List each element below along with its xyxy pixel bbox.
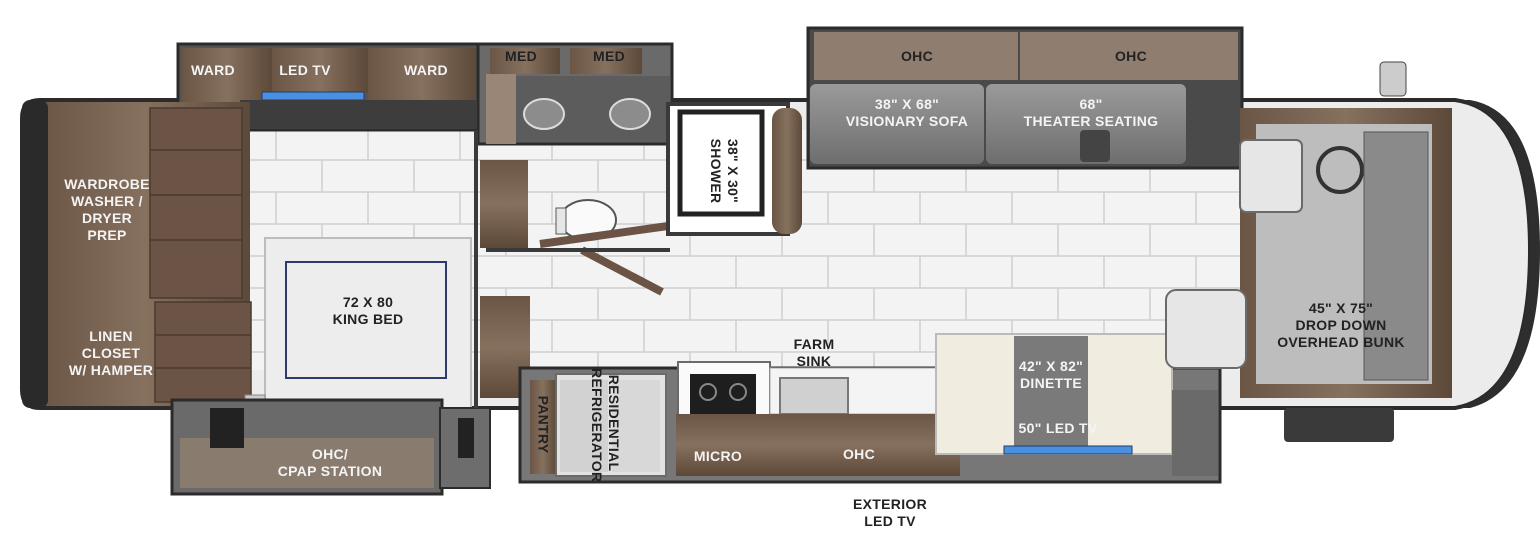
label-bunk: 45" X 75" DROP DOWN OVERHEAD BUNK — [1277, 300, 1405, 350]
label-med-1: MED — [504, 48, 537, 64]
dresser-top — [480, 160, 528, 248]
wardrobe-left — [182, 48, 272, 110]
label-shower: 38" X 30" SHOWER — [708, 138, 741, 204]
label-led-tv-dinette: 50" LED TV — [1018, 420, 1098, 436]
burner-1-icon — [699, 383, 717, 401]
passenger-seat — [1165, 289, 1247, 369]
label-dinette: 42" X 82" DINETTE — [1018, 358, 1084, 391]
label-cpap: OHC/ CPAP STATION — [277, 446, 383, 479]
wardrobe-right — [368, 48, 476, 110]
label-ohc-sofa: OHC — [900, 48, 933, 64]
rear-wall — [22, 100, 48, 408]
label-farm-sink: FARM SINK — [793, 336, 835, 369]
label-led-tv-bedroom: LED TV — [279, 62, 331, 78]
visionary-sofa — [810, 84, 984, 164]
bed-quilt — [285, 261, 447, 379]
label-theater: 68" THEATER SEATING — [1023, 96, 1159, 129]
med-cabinet-2 — [570, 48, 642, 74]
galley-end-cabinet — [1172, 390, 1218, 476]
sink-1-icon — [523, 98, 565, 130]
label-ward-right: WARD — [404, 62, 448, 78]
bedroom-slide-floor — [240, 100, 476, 128]
label-exterior-tv: EXTERIOR LED TV — [853, 496, 927, 529]
label-pantry: PANTRY — [535, 395, 552, 454]
farm-sink — [779, 377, 849, 415]
dinette-led-tv-screen — [1003, 445, 1133, 455]
label-med-2: MED — [592, 48, 625, 64]
dinette-table — [1014, 336, 1088, 454]
linen-closet — [154, 301, 252, 403]
entry-step — [1284, 408, 1394, 442]
label-ward-left: WARD — [191, 62, 235, 78]
king-bed — [264, 237, 472, 417]
burner-2-icon — [729, 383, 747, 401]
theater-seating — [986, 84, 1186, 164]
ohc-sofa-cabinet — [814, 32, 1018, 80]
label-refrigerator: RESIDENTIAL REFRIGERATOR — [589, 368, 622, 483]
label-linen: LINEN CLOSET W/ HAMPER — [68, 328, 154, 378]
ohc-theater-cabinet — [1020, 32, 1238, 80]
steering-wheel-icon — [1316, 146, 1364, 194]
shower-partition — [772, 108, 802, 234]
bedroom-door — [580, 246, 664, 296]
label-ohc-kitchen: OHC — [842, 446, 875, 462]
label-sofa: 38" X 68" VISIONARY SOFA — [845, 96, 969, 129]
label-ohc-theater: OHC — [1114, 48, 1147, 64]
label-king-bed: 72 X 80 KING BED — [332, 294, 404, 327]
vanity-side — [486, 74, 516, 144]
sink-2-icon — [609, 98, 651, 130]
bedroom-led-tv-screen — [261, 91, 365, 101]
label-micro: MICRO — [693, 448, 743, 464]
pantry — [530, 380, 556, 474]
driver-seat — [1239, 139, 1303, 213]
med-cabinet-1 — [490, 48, 560, 74]
wardrobe-doors — [149, 107, 243, 299]
bath-door — [539, 222, 669, 248]
tv-cabinet — [272, 48, 368, 93]
kitchen-cabinets — [676, 414, 960, 476]
label-wardrobe: WARDROBE WASHER / DRYER PREP — [64, 176, 150, 243]
dashboard — [1363, 131, 1429, 381]
